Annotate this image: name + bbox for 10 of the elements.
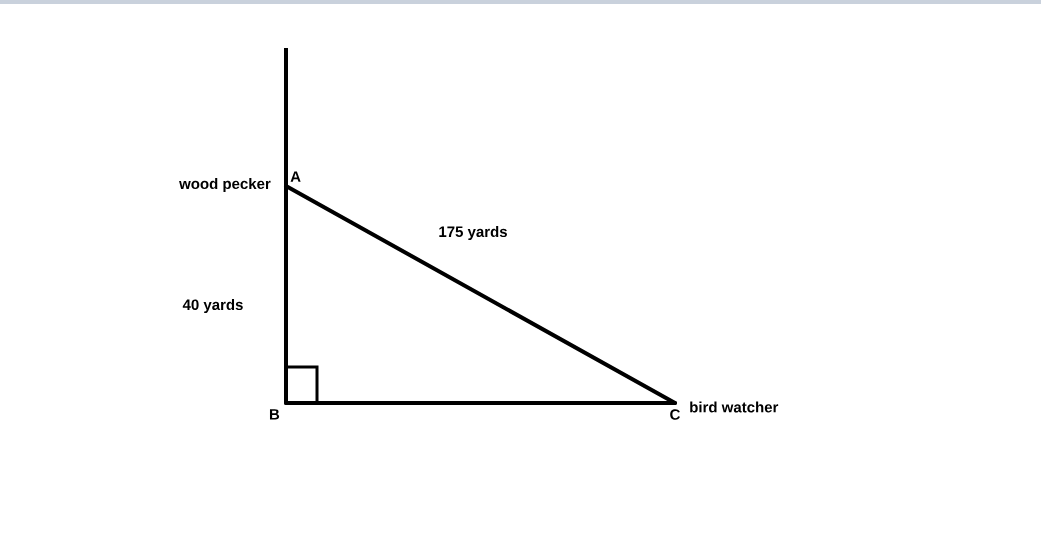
vertex-label: A [290,171,301,182]
edge-label: 175 yards [437,225,509,241]
line-segment [284,401,677,405]
point-label: bird watcher [690,401,779,413]
vertex-label: B [270,409,280,420]
edge-label: 40 yards [181,298,245,314]
line-segment [284,184,288,405]
point-label: wood pecker [179,178,271,192]
vertex-label: C [670,409,680,420]
line-segment [284,184,677,405]
